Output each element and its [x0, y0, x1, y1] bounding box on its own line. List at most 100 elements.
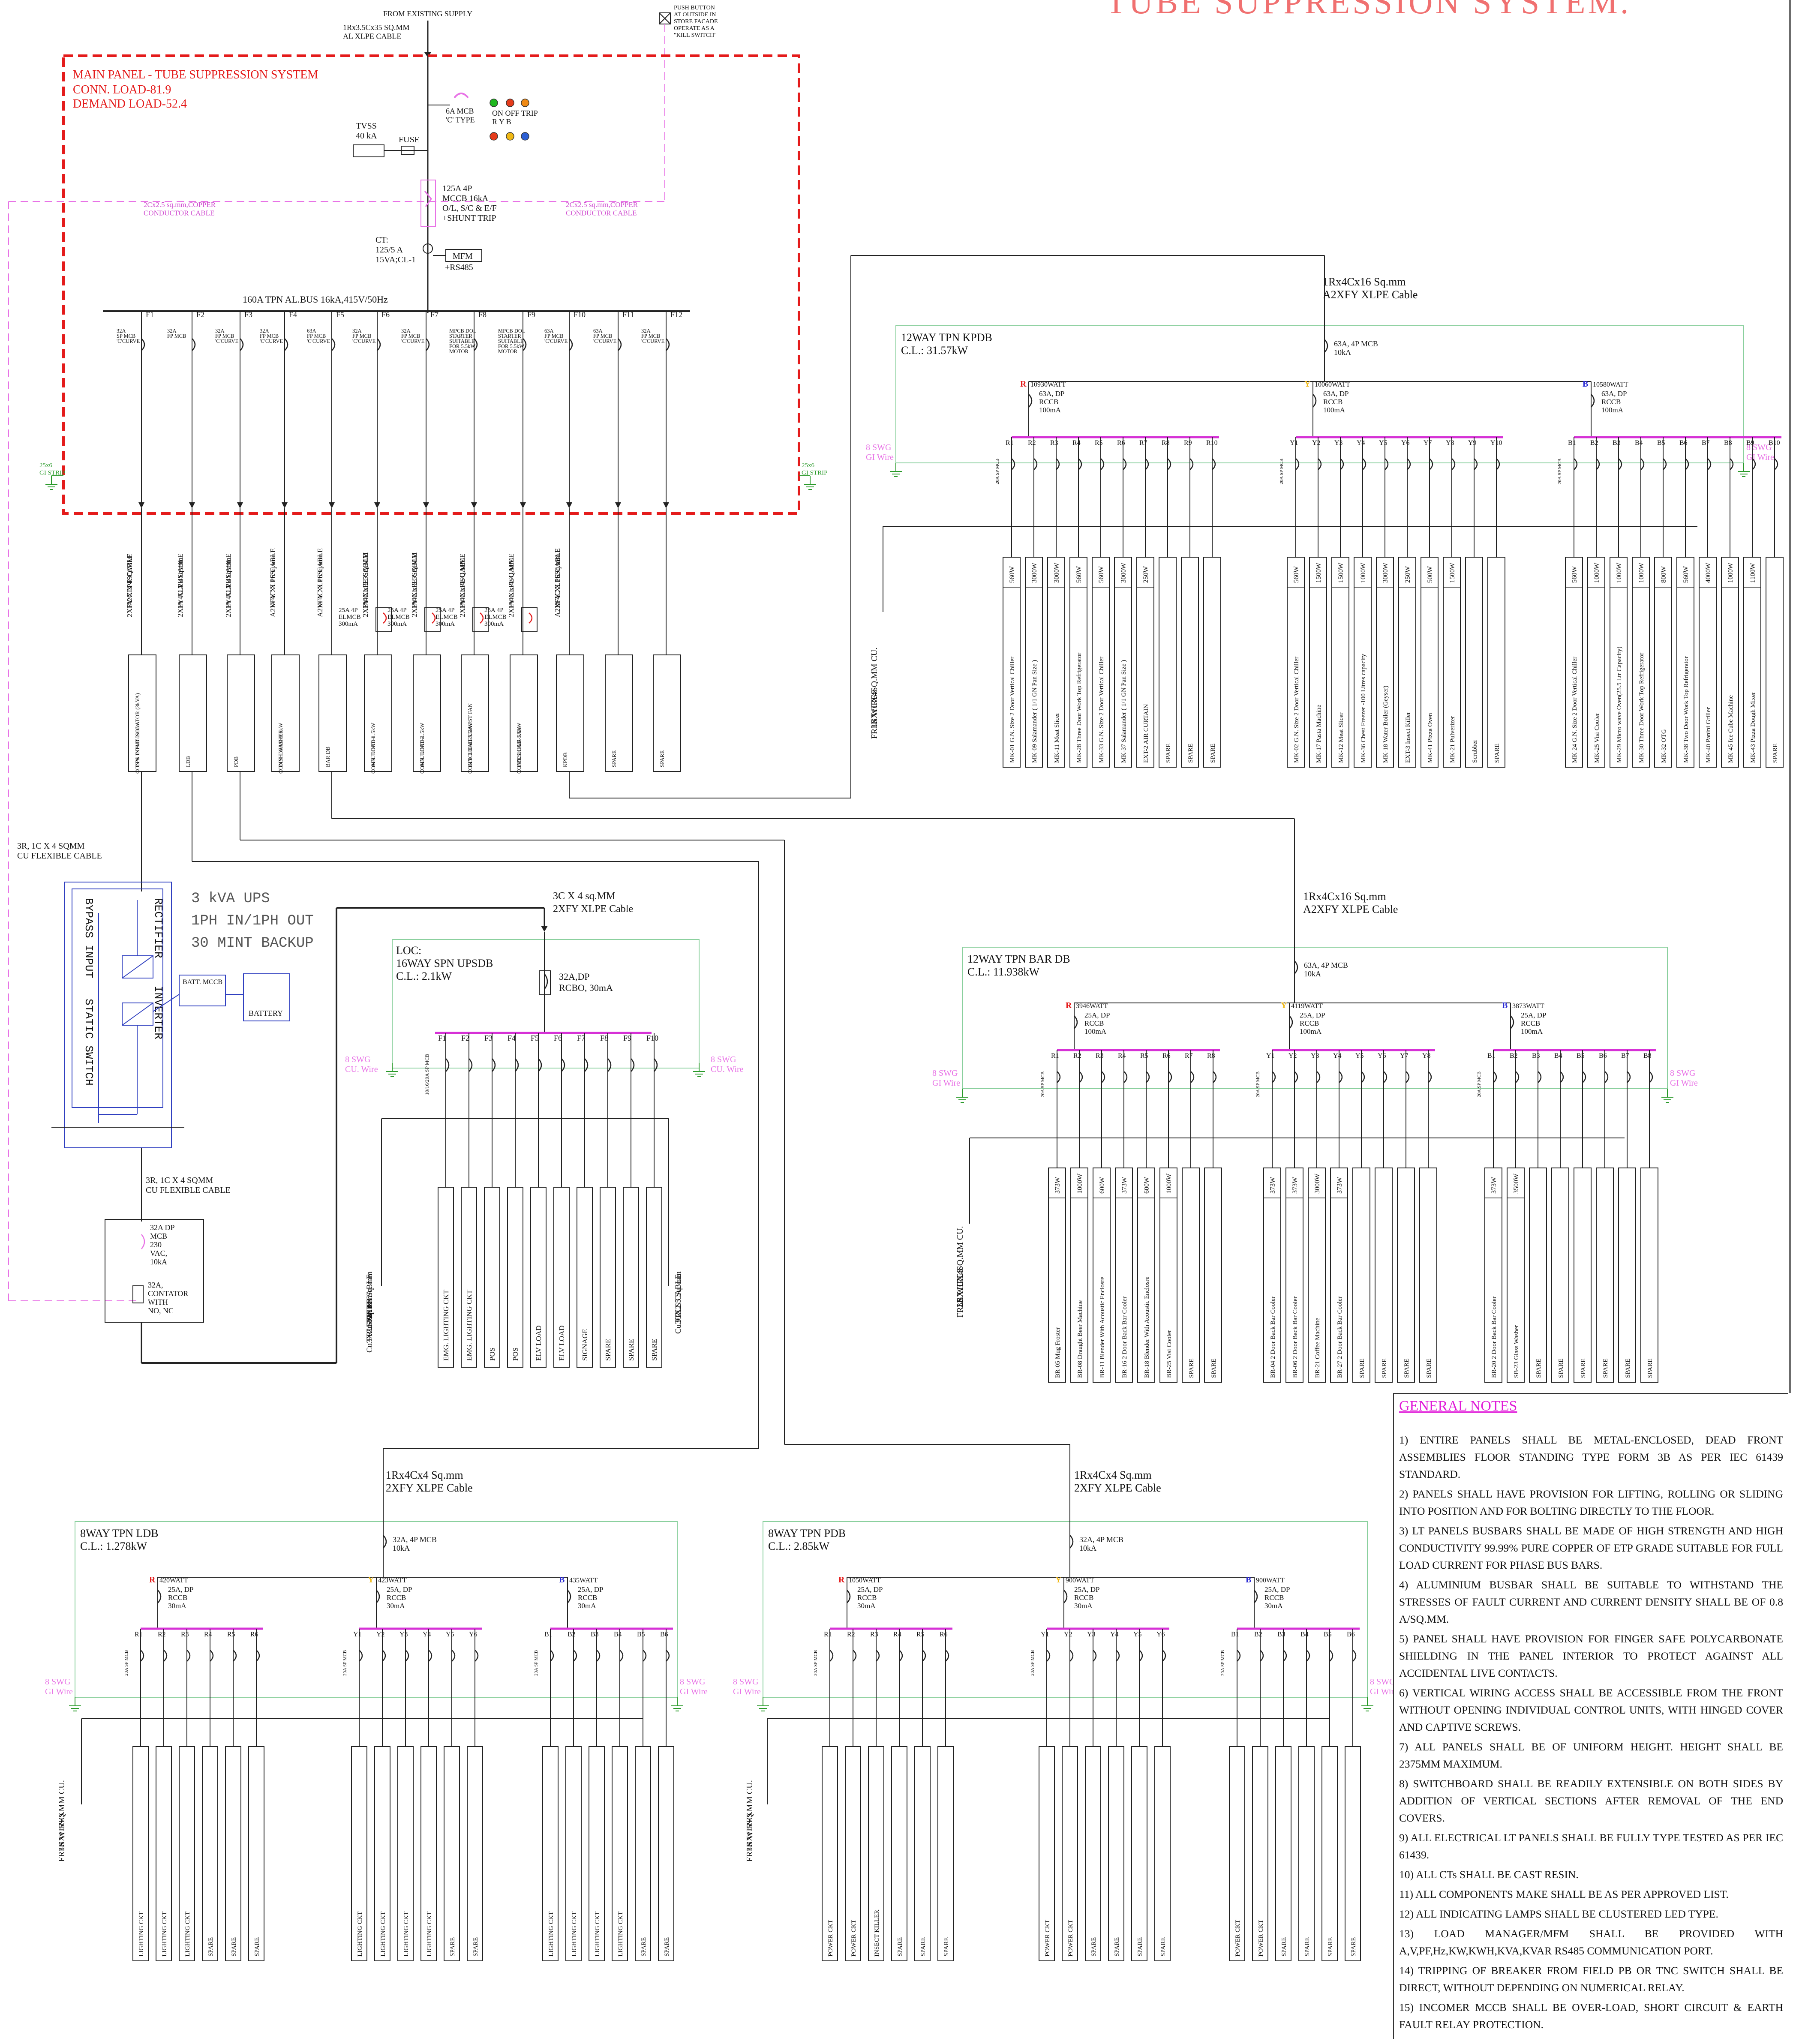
ldb-load-box [202, 1746, 218, 1961]
upsdb-way-id: F3 [484, 1034, 493, 1042]
kpdb-way-id: Y9 [1468, 439, 1477, 447]
bardb-load-box [1596, 1168, 1614, 1383]
ups-enclosure [64, 882, 172, 1148]
bardb-way-id: B1 [1487, 1052, 1496, 1060]
bardb-earth-label: 8 SWG [1670, 1069, 1695, 1078]
bardb-mcb [1383, 1071, 1388, 1083]
kpdb-way-id: R5 [1095, 439, 1103, 447]
bardb-way-id: B4 [1554, 1052, 1562, 1060]
kpdb-load-label: MK-12 Meat Slicer [1338, 713, 1345, 763]
earth-label: 25x6 [39, 462, 53, 469]
kpdb-rccb-label: 63A, DP [1323, 390, 1349, 398]
lamp-label: R Y B [492, 117, 511, 126]
ldb-cable-label: 1Rx4Cx4 Sq.mm [386, 1469, 463, 1481]
pdb-mcb-label: 20A SP MCB [1220, 1650, 1225, 1676]
kpdb-way-id: Y5 [1379, 439, 1388, 447]
bardb-way-id: R1 [1051, 1052, 1059, 1060]
kpdb-title: C.L.: 31.57kW [901, 344, 968, 357]
pdb-load-box [937, 1746, 954, 1961]
bardb-way-id: Y5 [1355, 1052, 1364, 1060]
kpdb-mcb [1100, 458, 1105, 470]
pdb-way-id: Y1 [1041, 1631, 1049, 1638]
pdb-load-box [1321, 1746, 1338, 1961]
kpdb-load-label: MK-40 Panini Griller [1705, 707, 1712, 763]
bardb-rccb-label: 25A, DP [1300, 1011, 1325, 1019]
feeder-arrow [471, 502, 477, 508]
bardb-rccb [1510, 1015, 1514, 1029]
kpdb-load-box [1025, 557, 1043, 768]
kpdb-load-label: MK-32 OTG [1661, 729, 1667, 763]
kpdb-way-id: B8 [1724, 439, 1732, 447]
kpdb-load-box [1766, 557, 1784, 768]
pdb-rccb-label: 30mA [1264, 1602, 1283, 1610]
bardb-load-label: BR-11 Blender With Acoustic Enclosre [1099, 1277, 1106, 1378]
feeder-id: F6 [381, 310, 390, 319]
kpdb-load-label: MK-25 Visi Cooler [1594, 713, 1601, 763]
tvss-label: TVSS [356, 121, 377, 131]
feeder-load-label: UPS INPUT ISOLATOR (3kVA) [134, 693, 141, 767]
kpdb-rccb [1028, 394, 1033, 408]
feeder-arrow [237, 502, 243, 508]
pdb-way-id: R3 [870, 1631, 878, 1638]
feeder-load-box [128, 654, 156, 772]
kpdb-load-label: MK-17 Pasta Machine [1315, 705, 1322, 763]
bardb-rccb-label: 100mA [1300, 1027, 1322, 1036]
ldb-way-id: Y6 [469, 1631, 478, 1638]
kpdb-load-box [1487, 557, 1505, 768]
pdb-way-id: R5 [916, 1631, 925, 1638]
kpdb-load-box [1654, 557, 1672, 768]
ldb-way-id: B1 [544, 1631, 553, 1638]
kpdb-load-box [1309, 557, 1327, 768]
upsdb-title: LOC: [396, 944, 421, 957]
kpdb-load-box [1136, 557, 1154, 768]
feeder-load-label: CONN. LOAD-5.5kW [467, 722, 473, 774]
kpdb-load-watt: 1000W [1727, 562, 1734, 583]
kpdb-load-watt: 560W [1075, 566, 1083, 583]
kpdb-mcb [1574, 458, 1578, 470]
ldb-load-label: SPARE [254, 1937, 261, 1957]
bardb-load-label: BR-18 Blender With Acoustic Enclosre [1144, 1276, 1150, 1378]
indicating-lamp [506, 132, 514, 141]
ldb-way-id: R1 [135, 1631, 143, 1638]
pdb-load-box [1131, 1746, 1147, 1961]
bardb-phase-label: Y [1281, 1001, 1287, 1010]
kpdb-way-id: R8 [1162, 439, 1170, 447]
ldb-load-label: LIGHTING CKT [161, 1912, 168, 1957]
kpdb-load-box [1069, 557, 1087, 768]
feeder-cable-label: A2XFY XLPE CABLE [553, 548, 562, 617]
battery-line [153, 994, 180, 1012]
ct-label: CT: [375, 235, 388, 245]
kpdb-load-label: MK-02 G.N. Size 2 Door Vertical Chiller [1293, 657, 1300, 763]
feeder-breaker-label: 'C'CURVE [117, 338, 140, 344]
bardb-rccb [1074, 1015, 1078, 1029]
kpdb-load-watt: 1000W [1360, 562, 1367, 583]
kpdb-load-box [1181, 557, 1199, 768]
feeder-breaker-label: FP MCB [307, 333, 326, 339]
pdb-wire-label: FRLS WIRES [745, 1813, 754, 1862]
ldb-rccb-label: 30mA [168, 1602, 186, 1610]
kpdb-load-box [1354, 557, 1372, 768]
feeder-breaker-label: FOR 5.5kW [449, 343, 475, 349]
pdb-way-id: Y3 [1087, 1631, 1096, 1638]
upsdb-load-label: POS [511, 1348, 520, 1361]
bardb-way-id: R3 [1096, 1052, 1104, 1060]
batt-mcb-box [179, 975, 226, 1006]
upsdb-load-label: ELV LOAD [535, 1325, 543, 1361]
bardb-load-label: SPARE [1188, 1359, 1195, 1378]
ldb-mcb [666, 1650, 670, 1662]
upsdb-earth-label: 8 SWG [711, 1055, 736, 1064]
feeder-arrow [282, 502, 288, 508]
ldb-load-box [635, 1746, 651, 1961]
kpdb-mcb [1640, 458, 1645, 470]
ldb-load-label: LIGHTING CKT [184, 1912, 191, 1957]
kpdb-way-id: B2 [1590, 439, 1598, 447]
kpdb-mcb [1318, 458, 1322, 470]
upsdb-earth-label: CU. Wire [345, 1065, 378, 1074]
bardb-load-box [1115, 1168, 1133, 1383]
kpdb-load-box [1699, 557, 1717, 768]
ldb-enclosure [75, 1521, 678, 1698]
ups-inverter-block [122, 1002, 153, 1026]
bardb-way-id: R2 [1073, 1052, 1081, 1060]
ups-output-box [105, 1219, 204, 1323]
